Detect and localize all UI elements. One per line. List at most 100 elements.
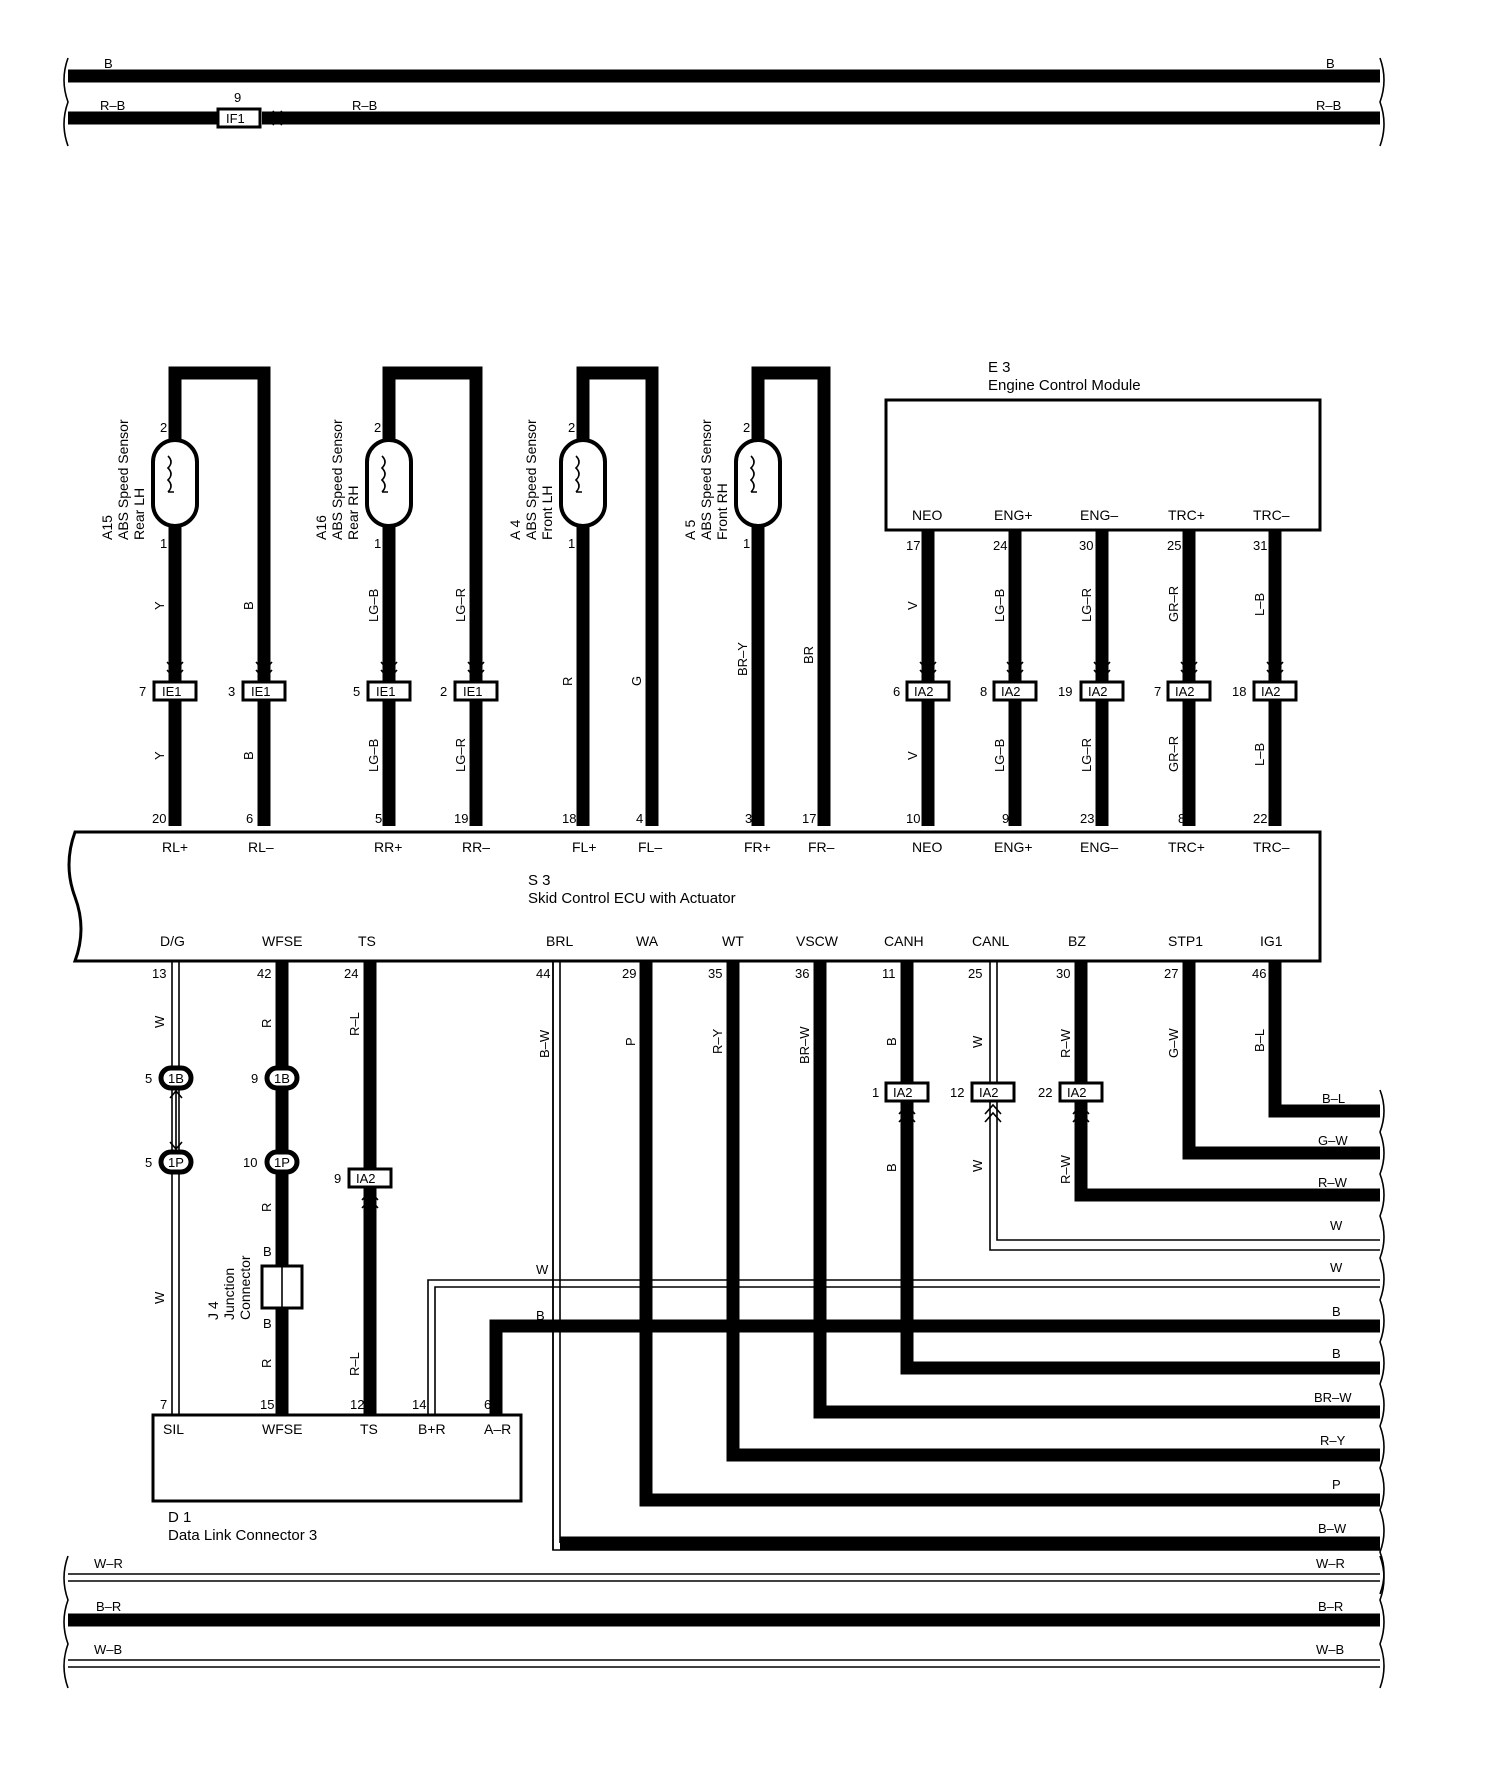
sensor-symbols: 2 1 2 1 2 1 2 1 bbox=[151, 420, 782, 551]
svg-text:LG–B: LG–B bbox=[366, 589, 381, 622]
sensor-a4-symbol: 2 1 bbox=[559, 420, 607, 551]
svg-text:V: V bbox=[905, 751, 920, 760]
svg-text:A–R: A–R bbox=[484, 1421, 511, 1437]
connector-ie1-5: IE1 5 bbox=[353, 661, 412, 702]
svg-text:STP1: STP1 bbox=[1168, 933, 1203, 949]
svg-text:BRL: BRL bbox=[546, 933, 573, 949]
sensor-a16-symbol: 2 1 bbox=[365, 420, 413, 551]
svg-text:5: 5 bbox=[375, 811, 382, 826]
connector-if1 bbox=[216, 107, 262, 129]
svg-text:WA: WA bbox=[636, 933, 659, 949]
svg-text:FR–: FR– bbox=[808, 839, 835, 855]
svg-text:B: B bbox=[241, 751, 256, 760]
connector-ia2-canl: IA2 12 bbox=[950, 1081, 1016, 1123]
lower-wiring bbox=[171, 955, 1385, 1595]
svg-text:14: 14 bbox=[412, 1397, 426, 1412]
connector-1b-wfse: 1B 9 bbox=[251, 1065, 300, 1091]
svg-text:9: 9 bbox=[334, 1171, 341, 1186]
connector-ia2-19: IA2 19 bbox=[1058, 661, 1125, 702]
dlc-w-wire-label: W bbox=[536, 1262, 549, 1277]
svg-text:IA2: IA2 bbox=[356, 1171, 376, 1186]
svg-text:ENG+: ENG+ bbox=[994, 507, 1033, 523]
svg-text:RL+: RL+ bbox=[162, 839, 188, 855]
svg-text:W: W bbox=[1330, 1260, 1343, 1275]
svg-text:27: 27 bbox=[1164, 966, 1178, 981]
svg-text:1B: 1B bbox=[168, 1071, 184, 1086]
ie1-connectors: IE1 7 IE1 3 IE1 5 IE1 2 bbox=[139, 661, 499, 702]
svg-text:25: 25 bbox=[1167, 538, 1181, 553]
svg-text:W: W bbox=[152, 1291, 167, 1304]
svg-text:3: 3 bbox=[745, 811, 752, 826]
svg-text:19: 19 bbox=[454, 811, 468, 826]
svg-text:19: 19 bbox=[1058, 684, 1072, 699]
connector-ie1-3: IE1 3 bbox=[228, 661, 287, 702]
sensor-wiring bbox=[168, 366, 831, 826]
bottom-bus: W–R W–R B–R B–R W–B W–B bbox=[63, 1555, 1385, 1689]
svg-text:B+R: B+R bbox=[418, 1421, 446, 1437]
svg-text:B: B bbox=[263, 1316, 272, 1331]
sensor-a16-code: A16 bbox=[313, 515, 329, 540]
svg-text:BR–W: BR–W bbox=[797, 1026, 812, 1064]
svg-text:6: 6 bbox=[484, 1397, 491, 1412]
svg-text:SIL: SIL bbox=[163, 1421, 184, 1437]
top-wire-rb-right: R–B bbox=[1316, 98, 1341, 113]
svg-text:23: 23 bbox=[1080, 811, 1094, 826]
svg-text:22: 22 bbox=[1253, 811, 1267, 826]
svg-text:8: 8 bbox=[1178, 811, 1185, 826]
svg-text:36: 36 bbox=[795, 966, 809, 981]
svg-text:P: P bbox=[1332, 1477, 1341, 1492]
dlc-b-wire-label: B bbox=[536, 1308, 545, 1323]
svg-text:W: W bbox=[152, 1015, 167, 1028]
svg-text:B–L: B–L bbox=[1252, 1029, 1267, 1052]
svg-text:FR+: FR+ bbox=[744, 839, 771, 855]
svg-text:LG–R: LG–R bbox=[453, 588, 468, 622]
junction-connector-j4: B B J 4 Junction Connector bbox=[205, 1244, 304, 1331]
svg-text:FL+: FL+ bbox=[572, 839, 597, 855]
svg-text:5: 5 bbox=[145, 1071, 152, 1086]
ecm-code: E 3 bbox=[988, 359, 1011, 376]
top-wire-rb-mid: R–B bbox=[352, 98, 377, 113]
connector-if1-label: IF1 bbox=[226, 111, 245, 126]
svg-text:R: R bbox=[259, 1203, 274, 1212]
svg-text:RR+: RR+ bbox=[374, 839, 402, 855]
svg-text:1: 1 bbox=[568, 536, 575, 551]
svg-text:V: V bbox=[905, 601, 920, 610]
svg-text:10: 10 bbox=[243, 1155, 257, 1170]
svg-text:42: 42 bbox=[257, 966, 271, 981]
dlc-code: D 1 bbox=[168, 1509, 191, 1526]
svg-text:BR–W: BR–W bbox=[1314, 1390, 1352, 1405]
svg-text:1: 1 bbox=[160, 536, 167, 551]
sensor-labels: A15 ABS Speed Sensor Rear LH A16 ABS Spe… bbox=[99, 419, 730, 540]
svg-text:NEO: NEO bbox=[912, 507, 942, 523]
right-wire-labels: B–L G–W R–W W W B B BR–W R–Y P B–W bbox=[1314, 1091, 1352, 1536]
svg-text:13: 13 bbox=[152, 966, 166, 981]
connector-1p-wfse: 1P 10 bbox=[243, 1149, 300, 1175]
sensor-a15-name: ABS Speed Sensor bbox=[115, 419, 131, 540]
svg-text:1P: 1P bbox=[274, 1155, 290, 1170]
junction-name1: Junction bbox=[221, 1268, 237, 1320]
sensor-a5-name: ABS Speed Sensor bbox=[698, 419, 714, 540]
connector-ia2-8: IA2 8 bbox=[980, 661, 1038, 702]
svg-text:G: G bbox=[629, 676, 644, 686]
bus-wb-right: W–B bbox=[1316, 1642, 1344, 1657]
svg-text:IA2: IA2 bbox=[1261, 684, 1281, 699]
svg-text:ENG+: ENG+ bbox=[994, 839, 1033, 855]
dlc-box bbox=[151, 1413, 523, 1503]
svg-text:RL–: RL– bbox=[248, 839, 274, 855]
svg-text:WT: WT bbox=[722, 933, 744, 949]
skid-control-ecu: S 3 Skid Control ECU with Actuator RL+ R… bbox=[67, 811, 1322, 981]
svg-text:2: 2 bbox=[160, 420, 167, 435]
svg-text:18: 18 bbox=[1232, 684, 1246, 699]
svg-text:R: R bbox=[259, 1019, 274, 1028]
svg-text:VSCW: VSCW bbox=[796, 933, 839, 949]
svg-text:GR–R: GR–R bbox=[1166, 586, 1181, 622]
sensor-a16-name: ABS Speed Sensor bbox=[329, 419, 345, 540]
svg-text:B–L: B–L bbox=[1322, 1091, 1345, 1106]
svg-text:IG1: IG1 bbox=[1260, 933, 1283, 949]
svg-text:ENG–: ENG– bbox=[1080, 839, 1118, 855]
sensor-a4-pos: Front LH bbox=[539, 486, 555, 540]
svg-text:B: B bbox=[1332, 1346, 1341, 1361]
svg-text:1: 1 bbox=[374, 536, 381, 551]
svg-text:24: 24 bbox=[993, 538, 1007, 553]
ecu-box bbox=[67, 830, 1322, 963]
